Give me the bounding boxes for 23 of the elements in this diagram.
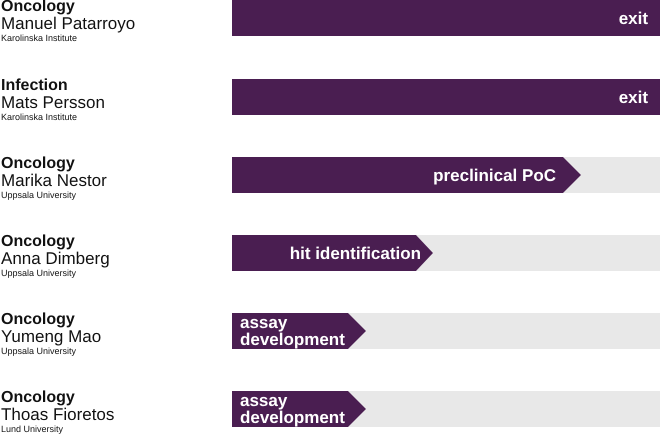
- stage-label: exit: [618, 10, 648, 26]
- institution-name: Uppsala University: [1, 190, 76, 201]
- therapy-area-label: Infection: [1, 77, 68, 94]
- therapy-area-label: Oncology: [1, 155, 75, 172]
- therapy-area-label: Oncology: [1, 311, 75, 328]
- institution-name: Uppsala University: [1, 346, 76, 357]
- institution-name: Lund University: [1, 424, 64, 435]
- institution-name: Karolinska Institute: [1, 112, 78, 123]
- researcher-name: Yumeng Mao: [1, 328, 102, 346]
- therapy-area-label: Oncology: [1, 389, 75, 406]
- researcher-name: Marika Nestor: [1, 172, 107, 190]
- researcher-name: Mats Persson: [1, 94, 105, 112]
- therapy-area-label: Oncology: [1, 233, 75, 250]
- stage-label: assay development: [240, 314, 346, 348]
- researcher-name: Manuel Patarroyo: [1, 15, 136, 33]
- stage-label: assay development: [240, 392, 346, 426]
- stage-label: exit: [618, 88, 648, 106]
- institution-name: Karolinska Institute: [1, 33, 78, 44]
- researcher-name: Thoas Fioretos: [1, 406, 114, 424]
- institution-name: Uppsala University: [1, 268, 76, 279]
- researcher-name: Anna Dimberg: [1, 250, 110, 268]
- stage-label: hit identification: [290, 244, 421, 262]
- stage-label: preclinical PoC: [433, 166, 556, 184]
